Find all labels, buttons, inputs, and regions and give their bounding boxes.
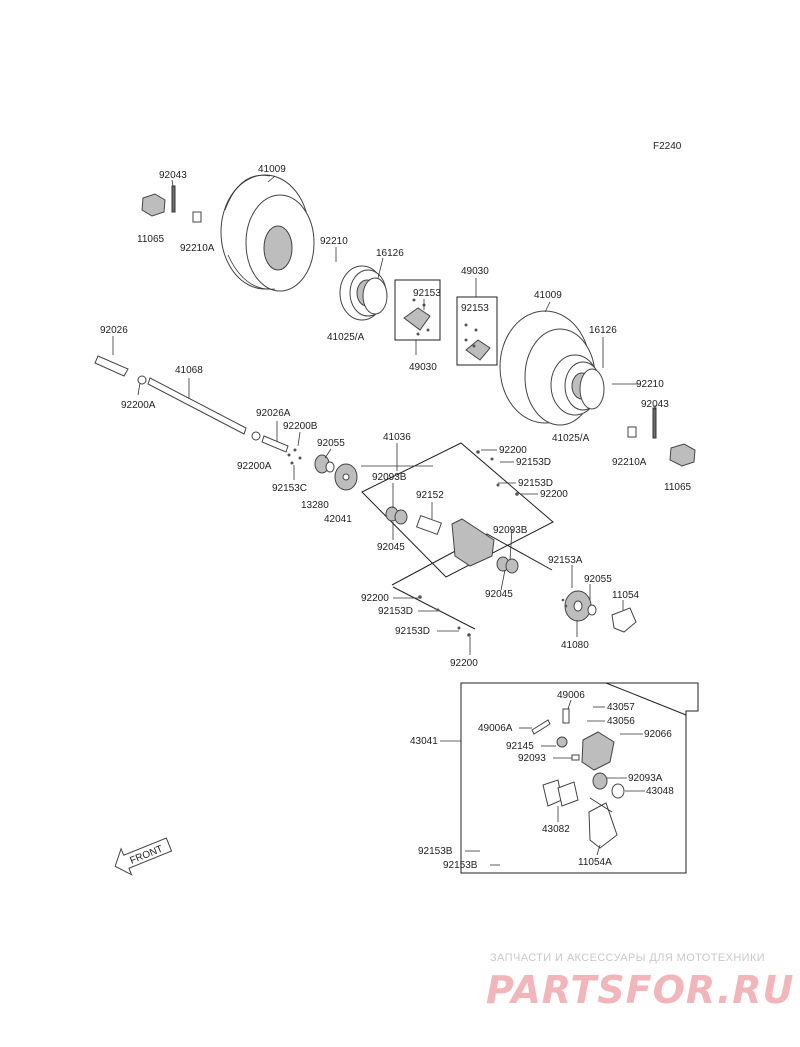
label-41068: 41068 [175,365,203,376]
label-92153d-d: 92153D [395,626,430,637]
label-92200-c: 92200 [361,593,389,604]
watermark-subtitle: ЗАПЧАСТИ И АКСЕССУАРЫ ДЛЯ МОТОТЕХНИКИ [490,952,766,964]
label-41080: 41080 [561,640,589,651]
label-11065-b: 11065 [664,482,692,493]
rear-axle [94,355,289,453]
label-92200-b: 92200 [540,489,568,500]
label-92153d-a: 92153D [516,457,551,468]
label-92093: 92093 [518,753,546,764]
part-labels: 92043 41009 11065 92210A 92210 16126 410… [100,164,692,871]
label-49006a: 49006A [478,723,513,734]
housing-bolts [418,450,519,637]
wheel-nut-right [627,407,696,467]
label-92093b-b: 92093B [493,525,528,536]
label-92055-a: 92055 [317,438,345,449]
caliper-assembly-box [460,682,699,874]
wheel-nut-left [141,185,202,223]
label-92153b-b: 92153B [443,860,478,871]
label-92200-a: 92200 [499,445,527,456]
rear-right-rim [550,354,605,416]
watermark-logo: PARTSFOR.RU [486,968,795,1012]
label-92145: 92145 [506,741,534,752]
label-92055-b: 92055 [584,574,612,585]
label-43041: 43041 [410,736,438,747]
label-41009-b: 41009 [534,290,562,301]
label-92153-b: 92153 [461,303,489,314]
label-49030-a: 49030 [409,362,437,373]
diagram-code: F2240 [653,141,682,152]
label-41025a-a: 41025/A [327,332,365,343]
label-42041: 42041 [324,514,352,525]
label-16126-a: 16126 [376,248,404,259]
leader-lines [112,175,656,866]
axle-nuts-group [287,448,358,491]
label-92152: 92152 [416,490,444,501]
label-92200b: 92200B [283,421,318,432]
label-49006: 49006 [557,690,585,701]
label-92153d-c: 92153D [378,606,413,617]
axle-housing [361,442,554,630]
label-41009-a: 41009 [258,164,286,175]
label-92045-b: 92045 [485,589,513,600]
rear-left-tire [220,174,315,292]
caliper-parts [531,708,625,849]
label-92153b-a: 92153B [418,846,453,857]
label-16126-b: 16126 [589,325,617,336]
right-hub-49030 [456,296,498,366]
label-92153d-b: 92153D [518,478,553,489]
label-11054a: 11054A [578,857,612,868]
label-92200a-b: 92200A [237,461,272,472]
label-92026: 92026 [100,325,128,336]
label-41025a-b: 41025/A [552,433,590,444]
label-92153a: 92153A [548,555,583,566]
label-11054: 11054 [612,590,640,601]
label-92210-b: 92210 [636,379,664,390]
brake-disc [561,590,637,633]
label-43082: 43082 [542,824,570,835]
label-49030-b: 49030 [461,266,489,277]
label-92200a-a: 92200A [121,400,156,411]
label-92026a: 92026A [256,408,291,419]
label-92210-a: 92210 [320,236,348,247]
label-92093a: 92093A [628,773,663,784]
label-92153-a: 92153 [413,288,441,299]
label-11065-a: 11065 [137,234,165,245]
label-92210a-b: 92210A [612,457,647,468]
label-43057: 43057 [607,702,635,713]
left-hub-49030 [394,279,441,341]
label-92066: 92066 [644,729,672,740]
label-92200-d: 92200 [450,658,478,669]
label-92210a-a: 92210A [180,243,215,254]
rear-left-rim [339,265,388,321]
label-43048: 43048 [646,786,674,797]
front-direction-arrow: FRONT [114,837,173,876]
label-92093b-a: 92093B [372,472,407,483]
label-92153c: 92153C [272,483,307,494]
label-92043-b: 92043 [641,399,669,410]
label-92045-a: 92045 [377,542,405,553]
label-92043-a: 92043 [159,170,187,181]
label-43056: 43056 [607,716,635,727]
label-41036: 41036 [383,432,411,443]
label-13280: 13280 [301,500,329,511]
